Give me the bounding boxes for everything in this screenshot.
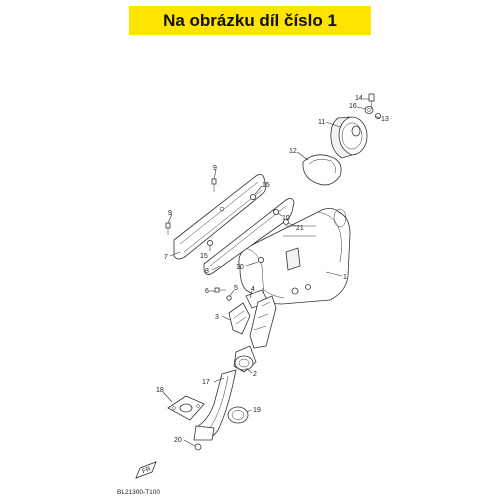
part-8-bracket[interactable] — [203, 198, 295, 275]
callout-5[interactable]: 5 — [234, 285, 238, 292]
callout-15-lower[interactable]: 15 — [200, 253, 208, 260]
callout-3[interactable]: 3 — [215, 314, 219, 321]
callout-1[interactable]: 1 — [343, 274, 347, 281]
banner: Na obrázku díl číslo 1 — [129, 6, 371, 35]
callout-16[interactable]: 16 — [349, 103, 357, 110]
part-1-muffler[interactable] — [238, 208, 351, 305]
part-10-bolt-upper[interactable] — [272, 208, 279, 215]
part-6-bolt[interactable] — [214, 287, 226, 293]
front-direction-mark: FR — [135, 461, 157, 479]
part-20-nut[interactable] — [194, 443, 202, 451]
part-2-exhaust-pipe[interactable] — [233, 295, 277, 373]
callout-10-upper[interactable]: 10 — [282, 215, 290, 222]
part-15-collar-lower[interactable] — [206, 239, 213, 246]
callout-19[interactable]: 19 — [253, 407, 261, 414]
part-11-end-cap[interactable] — [330, 116, 368, 159]
callout-11[interactable]: 11 — [318, 119, 325, 126]
part-16-washer[interactable] — [364, 106, 374, 114]
callout-10-lower[interactable]: 10 — [236, 264, 244, 271]
callout-20[interactable]: 20 — [174, 437, 182, 444]
part-19-gasket-ring[interactable] — [227, 406, 249, 424]
banner-title: Na obrázku díl číslo 1 — [163, 10, 337, 30]
callout-9-lower[interactable]: 9 — [168, 210, 172, 217]
callout-21[interactable]: 21 — [296, 225, 304, 232]
callout-12[interactable]: 12 — [289, 148, 297, 155]
part-17-down-pipe[interactable] — [193, 369, 237, 441]
part-14-bolt[interactable] — [368, 93, 375, 109]
diagram-code: BL21300-T100 — [117, 489, 160, 496]
callout-13[interactable]: 13 — [381, 116, 389, 123]
callout-9-upper[interactable]: 9 — [213, 165, 217, 172]
part-9-bolt-lower[interactable] — [165, 222, 171, 235]
fr-label: FR — [141, 465, 152, 475]
leader-lines — [162, 98, 381, 447]
callout-15-upper[interactable]: 15 — [262, 182, 270, 189]
callout-4[interactable]: 4 — [251, 286, 255, 293]
callout-17[interactable]: 17 — [202, 379, 210, 386]
part-3-guard[interactable] — [228, 302, 251, 335]
callouts: 14 16 13 11 12 9 15 9 10 21 7 15 8 10 1 … — [156, 95, 389, 444]
part-15-collar-upper[interactable] — [249, 193, 256, 200]
part-21-screw[interactable] — [283, 219, 289, 225]
part-9-bolt-upper[interactable] — [211, 178, 217, 192]
callout-7[interactable]: 7 — [164, 254, 168, 261]
callout-2[interactable]: 2 — [253, 371, 257, 378]
callout-6[interactable]: 6 — [205, 288, 209, 295]
part-10-bolt-lower[interactable] — [257, 256, 264, 263]
callout-8[interactable]: 8 — [205, 268, 209, 275]
part-12-gasket[interactable] — [302, 154, 342, 186]
part-18-gasket-plate[interactable] — [167, 395, 205, 421]
part-7-protector[interactable] — [173, 174, 267, 260]
part-5-bolt[interactable] — [226, 295, 232, 301]
callout-18[interactable]: 18 — [156, 387, 164, 394]
callout-14[interactable]: 14 — [355, 95, 363, 102]
